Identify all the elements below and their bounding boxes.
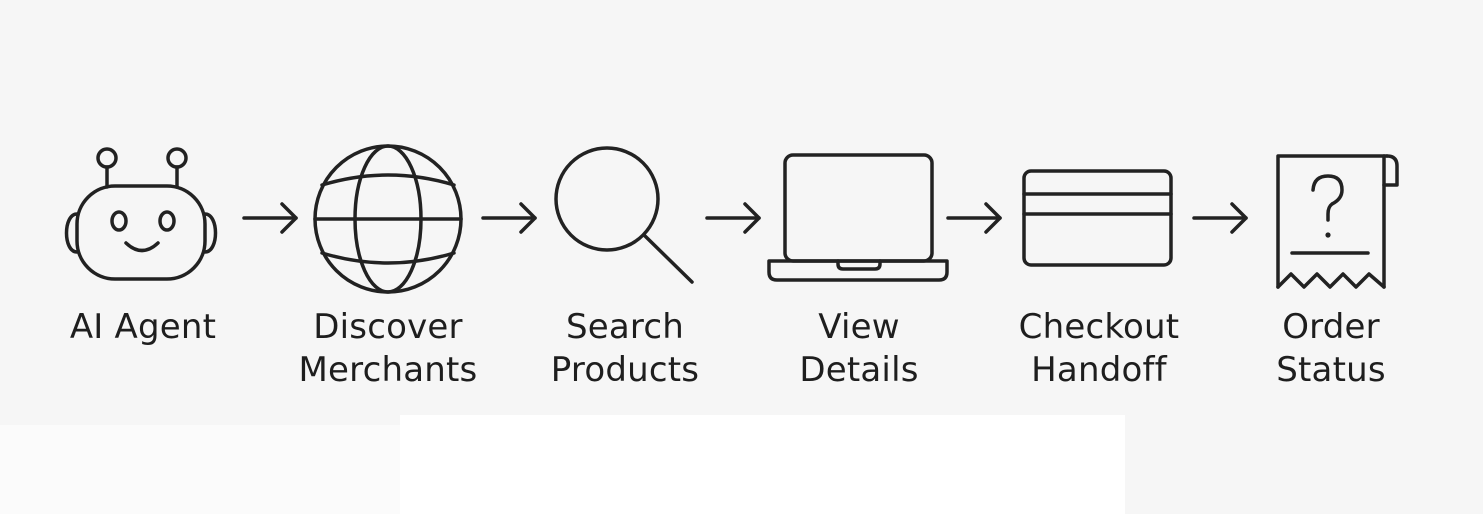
- step-label-order-status: Order Status: [1266, 306, 1396, 392]
- step-label-line: Checkout: [1018, 307, 1180, 347]
- background-panel: [400, 415, 1125, 514]
- arrow-icon: [240, 200, 302, 240]
- step-label-line: Discover: [313, 307, 463, 347]
- step-label-discover-merchants: Discover Merchants: [288, 306, 488, 392]
- arrow-icon: [479, 200, 541, 240]
- credit-card-icon: [1018, 166, 1178, 272]
- globe-icon: [310, 143, 470, 297]
- receipt-question-icon: [1270, 146, 1406, 294]
- step-label-line: Order: [1282, 307, 1380, 347]
- arrow-icon: [1190, 200, 1252, 240]
- laptop-icon: [764, 150, 954, 285]
- background-panel: [0, 425, 400, 514]
- step-label-line: Merchants: [298, 350, 478, 390]
- arrow-icon: [703, 200, 765, 240]
- arrow-icon: [944, 200, 1006, 240]
- step-label-line: Status: [1276, 350, 1386, 390]
- step-label-line: View: [818, 307, 900, 347]
- step-label-view-details: View Details: [784, 306, 934, 392]
- step-label-line: Search: [565, 307, 684, 347]
- magnifier-icon: [550, 143, 700, 289]
- step-label-checkout-handoff: Checkout Handoff: [1004, 306, 1194, 392]
- step-label-line: Handoff: [1031, 350, 1167, 390]
- step-label-line: Details: [799, 350, 919, 390]
- step-label-line: AI Agent: [69, 307, 217, 347]
- robot-icon: [60, 145, 230, 285]
- step-label-line: Products: [550, 350, 700, 390]
- step-label-search-products: Search Products: [538, 306, 712, 392]
- step-label-ai-agent: AI Agent: [63, 306, 223, 349]
